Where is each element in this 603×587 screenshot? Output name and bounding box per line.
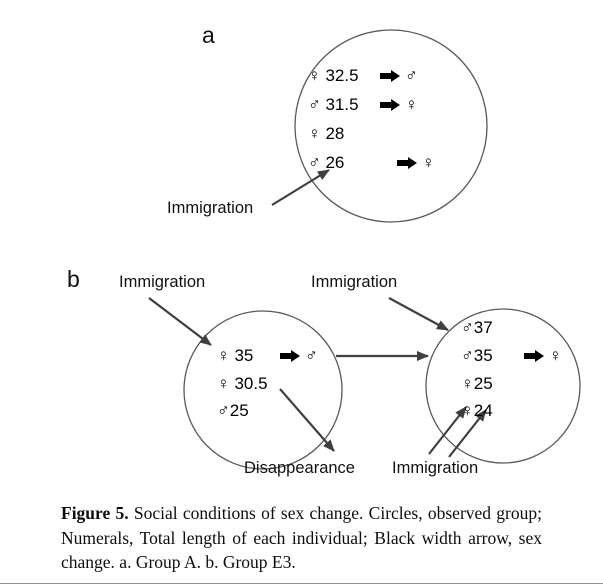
individual-text: ♀ 35 [217, 346, 254, 365]
immigration-label-b-right: Immigration [311, 273, 398, 291]
immigration-arrow-b-bottom-2-icon [448, 409, 487, 458]
individual-text: ♀ 32.5 [308, 66, 359, 85]
individual-row: ♂35 ♀ [461, 344, 562, 368]
group-e3-left-circle [183, 310, 343, 470]
immigration-arrow-b-left-icon [148, 297, 212, 346]
individual-new-sex: ♀ [549, 346, 562, 365]
individual-new-sex: ♀ [422, 153, 435, 172]
individual-row: ♀ 28 [308, 122, 344, 146]
individual-text: ♀ 28 [308, 124, 345, 143]
panel-a-label: a [202, 22, 215, 48]
individual-new-sex: ♂ [405, 66, 418, 85]
immigration-arrow-a-icon [271, 169, 330, 206]
individual-text: ♂37 [461, 318, 493, 337]
individual-text: ♀24 [461, 401, 493, 420]
individual-row: ♀25 [461, 372, 493, 396]
individual-row: ♂37 [461, 316, 493, 340]
immigration-label-b-left: Immigration [119, 273, 206, 291]
group-e3-right-circle [425, 308, 581, 464]
group-a-circle [294, 29, 488, 223]
individual-row: ♀ 32.5 ♂ [308, 64, 418, 88]
panel-b-label: b [67, 266, 80, 292]
sex-change-arrow-icon [397, 156, 417, 170]
sex-change-arrow-icon [380, 98, 400, 112]
disappearance-label: Disappearance [244, 459, 355, 477]
page-divider [0, 583, 603, 584]
immigration-label-a: Immigration [167, 199, 254, 217]
disappearance-arrow-icon [279, 388, 335, 452]
immigration-label-b-bottom: Immigration [392, 459, 479, 477]
sex-change-arrow-icon [380, 69, 400, 83]
individual-text: ♂35 [461, 346, 493, 365]
individual-text: ♀ 30.5 [217, 374, 268, 393]
individual-row: ♀ 35 ♂ [217, 344, 318, 368]
immigration-arrow-b-right-top-icon [388, 297, 449, 331]
individual-row: ♂25 [217, 399, 249, 423]
individual-row: ♂ 31.5 ♀ [308, 93, 418, 117]
sex-change-arrow-icon [280, 349, 300, 363]
figure-caption-text: Social conditions of sex change. Circles… [61, 503, 542, 572]
immigration-arrow-b-bottom-1-icon [428, 406, 467, 455]
individual-text: ♂ 26 [308, 153, 345, 172]
sex-change-arrow-icon [524, 349, 544, 363]
figure-caption-label: Figure 5. [61, 503, 129, 523]
individual-row: ♂ 26 ♀ [308, 151, 435, 175]
figure-caption: Figure 5. Social conditions of sex chang… [61, 501, 542, 575]
individual-row: ♀24 [461, 399, 493, 423]
individual-new-sex: ♀ [405, 95, 418, 114]
individual-text: ♂ 31.5 [308, 95, 359, 114]
individual-row: ♀ 30.5 [217, 372, 268, 396]
individual-new-sex: ♂ [305, 346, 318, 365]
individual-text: ♂25 [217, 401, 249, 420]
individual-text: ♀25 [461, 374, 493, 393]
